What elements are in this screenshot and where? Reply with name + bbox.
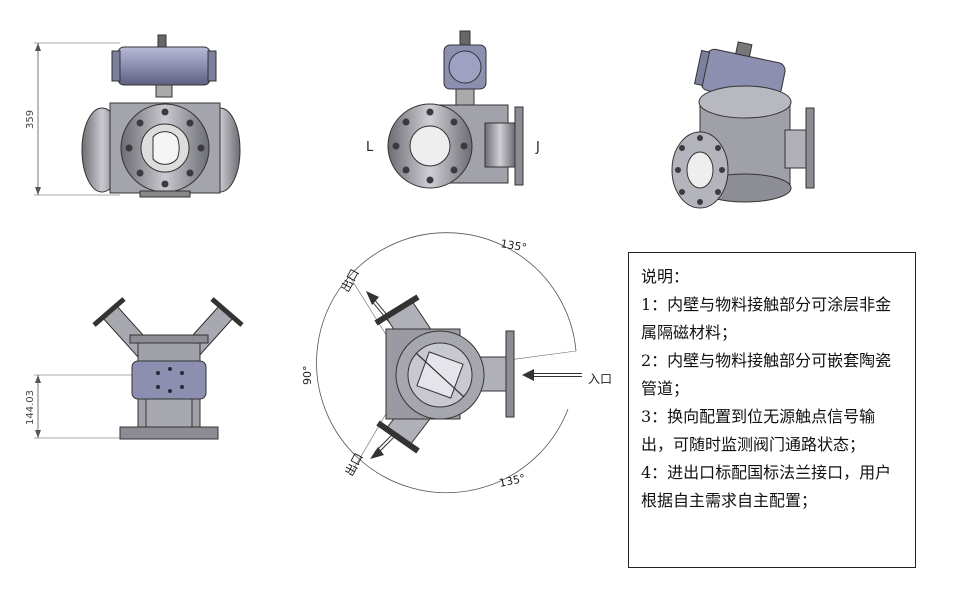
- angle-top-label: 135°: [499, 237, 527, 254]
- flow-diagram: 135° 90° 135° 出口 出口 入口: [301, 232, 612, 494]
- flow-arrow-inlet: [522, 369, 582, 381]
- note-item: 1：内壁与物料接触部分可涂层非金属隔磁材料；: [641, 295, 892, 342]
- angle-left-label: 90°: [301, 366, 314, 386]
- note-item: 4：进出口标配国标法兰接口，用户根据自主需求自主配置；: [641, 463, 892, 510]
- bottom-view: 144.03: [25, 297, 244, 440]
- inlet-label: 入口: [588, 372, 612, 386]
- actuator-body: [117, 46, 211, 86]
- side-mark-right: J: [535, 140, 540, 155]
- note-item: 3：换向配置到位无源触点信号输出，可随时监测阀门通路状态；: [641, 407, 876, 454]
- side-view: L J: [366, 30, 540, 189]
- valve-top-view: [374, 294, 515, 454]
- note-item: 2：内壁与物料接触部分可嵌套陶瓷管道；: [641, 351, 892, 398]
- dimension-height-bottom: 144.03: [25, 390, 36, 425]
- notes-box: 说明： 1：内壁与物料接触部分可涂层非金属隔磁材料； 2：内壁与物料接触部分可嵌…: [628, 252, 916, 568]
- isometric-view: [671, 41, 815, 209]
- bottom-actuator: [131, 360, 207, 400]
- dimension-height-top: 359: [25, 110, 36, 129]
- side-mark-left: L: [366, 140, 374, 155]
- notes-title: 说明：: [641, 267, 690, 286]
- front-view: 359: [25, 34, 241, 198]
- angle-bottom-label: 135°: [498, 472, 527, 490]
- outlet-bottom-label: 出口: [342, 451, 366, 479]
